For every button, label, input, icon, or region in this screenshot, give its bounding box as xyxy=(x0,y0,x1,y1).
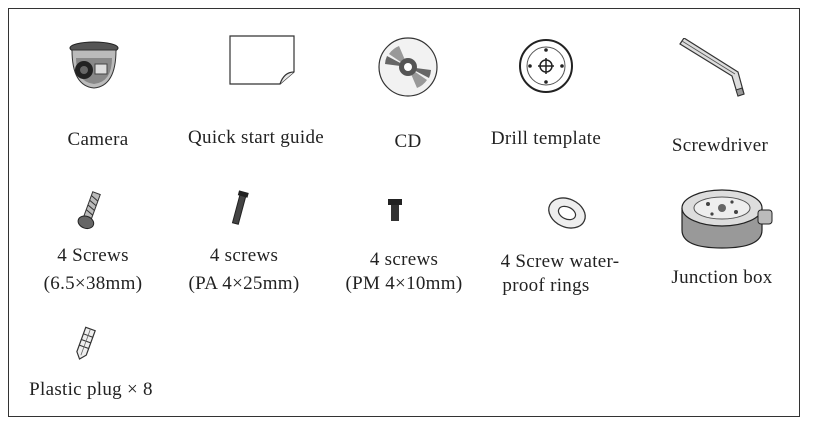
screws-6-5x38-label-line1: 4 Screws xyxy=(57,245,129,266)
cd-label: CD xyxy=(394,131,422,152)
screws-pm-4x10-label-line1: 4 screws xyxy=(369,249,439,270)
screwdriver-label: Screwdriver xyxy=(671,135,769,156)
screws-pm-4x10-label-line2: (PM 4×10mm) xyxy=(345,273,463,294)
screws-6-5x38-label-line2: (6.5×38mm) xyxy=(43,273,143,294)
waterproof-rings-label-line1: 4 Screw water- xyxy=(500,251,620,272)
plastic-plug-label: Plastic plug × 8 xyxy=(29,379,153,400)
dome-camera-icon xyxy=(62,36,126,92)
ring-icon xyxy=(546,196,588,230)
long-screw-icon xyxy=(76,190,104,232)
camera-label: Camera xyxy=(67,129,129,150)
quick-start-guide-label: Quick start guide xyxy=(188,127,324,148)
drill-template-label: Drill template xyxy=(490,128,602,149)
package-contents-frame xyxy=(8,8,800,417)
hex-key-icon xyxy=(676,38,756,104)
screw-icon xyxy=(228,190,250,230)
screws-pa-4x25-label-line1: 4 screws xyxy=(209,245,279,266)
junction-box-label: Junction box xyxy=(671,267,773,288)
document-icon xyxy=(228,34,298,86)
cd-icon xyxy=(377,36,439,98)
waterproof-rings-label-line2: proof rings xyxy=(502,275,590,296)
screws-pa-4x25-label-line2: (PA 4×25mm) xyxy=(188,273,300,294)
drill-template-icon xyxy=(518,38,574,94)
junction-box-icon xyxy=(678,186,774,252)
short-screw-icon xyxy=(386,198,404,224)
plastic-plug-icon xyxy=(72,326,98,362)
